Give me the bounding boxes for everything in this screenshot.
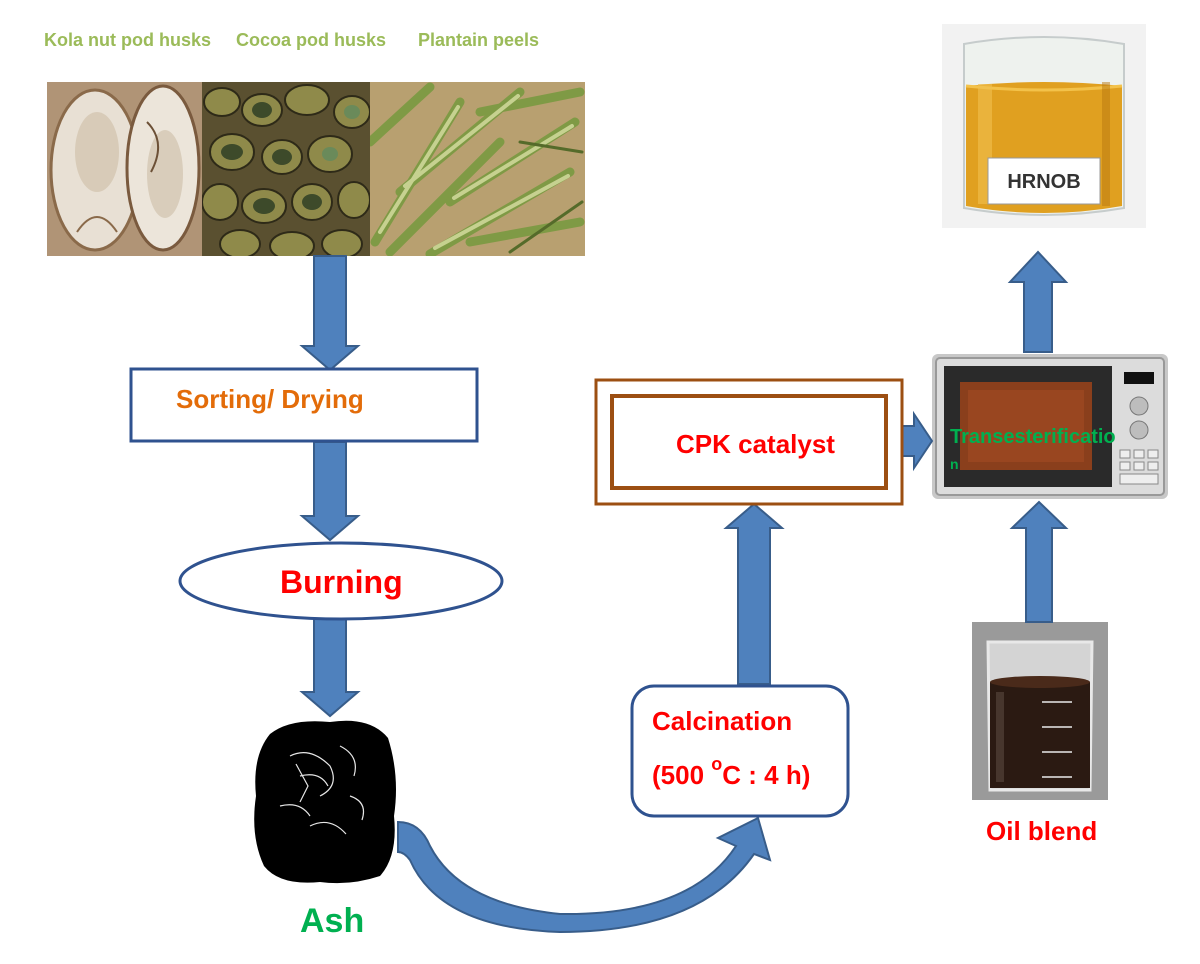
arrow-photos-to-sorting <box>299 255 361 372</box>
calcination-label: Calcination <box>652 706 793 736</box>
arrow-ash-to-calcination <box>397 816 772 934</box>
calcination-temp-close: C : 4 h) <box>722 760 811 790</box>
calcination-conditions: (500 oC : 4 h) <box>652 754 811 791</box>
arrow-sorting-to-burning <box>299 441 361 542</box>
cpk-catalyst-outer-box <box>594 378 904 506</box>
calcination-box <box>630 684 850 818</box>
cpk-catalyst-inner-box <box>610 394 888 490</box>
degree-symbol: o <box>711 754 723 774</box>
transesterification-label: Transesterificatio <box>950 426 1116 448</box>
burning-label: Burning <box>280 564 403 600</box>
sorting-drying-label: Sorting/ Drying <box>176 384 364 414</box>
transesterification-tail: n <box>950 456 959 472</box>
cpk-catalyst-label: CPK catalyst <box>676 429 835 459</box>
ash-image <box>250 716 400 886</box>
burning-ellipse <box>178 541 504 621</box>
plantain-peel-photo <box>370 82 585 256</box>
label-cocoa-pod-husks: Cocoa pod husks <box>236 30 387 50</box>
microwave-photo <box>932 354 1168 499</box>
hrnob-jar-photo: HRNOB <box>942 24 1146 228</box>
oil-blend-label: Oil blend <box>986 816 1098 846</box>
oil-blend-beaker-photo <box>972 622 1108 800</box>
kola-nut-husk-photo <box>47 82 202 256</box>
ash-label: Ash <box>300 902 365 940</box>
arrow-calcination-to-catalyst <box>723 502 785 685</box>
arrow-burning-to-ash <box>299 617 361 718</box>
sorting-drying-box <box>129 367 479 443</box>
label-kola-nut-pod-husks: Kola nut pod husks <box>44 30 212 50</box>
arrow-microwave-to-product <box>1007 250 1069 353</box>
arrow-catalyst-to-microwave <box>899 410 934 472</box>
arrow-oil-to-microwave <box>1009 500 1069 623</box>
cocoa-pod-husk-photo <box>202 82 370 256</box>
label-plantain-peels: Plantain peels <box>418 30 540 50</box>
hrnob-label: HRNOB <box>1007 171 1080 193</box>
calcination-temp-open: (500 <box>652 760 712 790</box>
